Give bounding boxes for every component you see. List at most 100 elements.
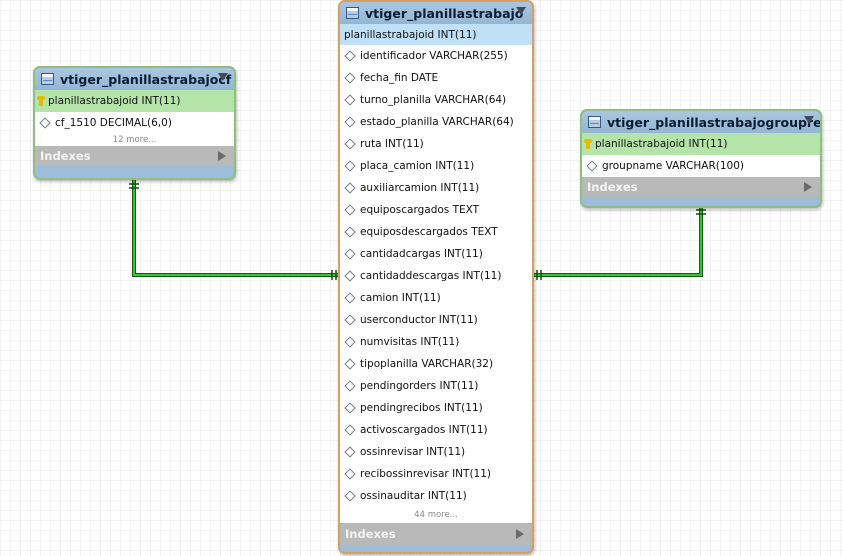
column-diamond-icon xyxy=(344,116,356,128)
column-label: cantidadcargas INT(11) xyxy=(360,248,483,260)
column-label: auxiliarcamion INT(11) xyxy=(360,182,480,194)
collapse-toggle-icon[interactable] xyxy=(218,73,228,81)
primary-key-icon xyxy=(584,139,592,149)
column-row[interactable]: equiposdescargados TEXT xyxy=(340,221,532,243)
table-footer xyxy=(340,545,532,552)
column-diamond-icon xyxy=(344,160,356,172)
expand-indexes-icon[interactable] xyxy=(804,182,812,192)
column-label: estado_planilla VARCHAR(64) xyxy=(360,116,514,128)
column-row[interactable]: estado_planilla VARCHAR(64) xyxy=(340,111,532,133)
column-row[interactable]: planillastrabajoid INT(11) xyxy=(35,90,234,112)
column-diamond-icon xyxy=(344,72,356,84)
column-row[interactable]: fecha_fin DATE xyxy=(340,67,532,89)
table-columns: planillastrabajoid INT(11) groupname VAR… xyxy=(582,133,820,177)
column-diamond-icon xyxy=(344,468,356,480)
column-label: ossinauditar INT(11) xyxy=(360,490,467,502)
indexes-section[interactable]: Indexes xyxy=(582,177,820,197)
expand-indexes-icon[interactable] xyxy=(516,529,524,539)
collapse-toggle-icon[interactable] xyxy=(516,7,526,15)
column-label: planillastrabajoid INT(11) xyxy=(48,95,181,107)
table-columns: planillastrabajoid INT(11) identificador… xyxy=(340,24,532,523)
column-row[interactable]: numvisitas INT(11) xyxy=(340,331,532,353)
column-label: planillastrabajoid INT(11) xyxy=(344,28,477,41)
column-row[interactable]: cf_1510 DECIMAL(6,0) xyxy=(35,112,234,134)
column-row[interactable]: equiposcargados TEXT xyxy=(340,199,532,221)
table-vtiger-planillastrabajogrouprel[interactable]: vtiger_planillastrabajogrouprel planilla… xyxy=(580,109,822,208)
table-icon xyxy=(41,73,54,85)
primary-key-icon xyxy=(37,96,45,106)
column-row[interactable]: groupname VARCHAR(100) xyxy=(582,155,820,177)
column-label: recibossinrevisar INT(11) xyxy=(360,468,491,480)
indexes-section[interactable]: Indexes xyxy=(340,523,532,545)
table-header[interactable]: vtiger_planillastrabajogrouprel xyxy=(582,111,820,133)
column-label: userconductor INT(11) xyxy=(360,314,478,326)
column-label: pendingrecibos INT(11) xyxy=(360,402,483,414)
table-columns: planillastrabajoid INT(11) cf_1510 DECIM… xyxy=(35,90,234,146)
column-label: ruta INT(11) xyxy=(360,138,424,150)
column-row[interactable]: planillastrabajoid INT(11) xyxy=(582,133,820,155)
relationship-cf-to-main[interactable] xyxy=(129,180,338,280)
column-row[interactable]: pendingrecibos INT(11) xyxy=(340,397,532,419)
table-title: vtiger_planillastrabajocf xyxy=(60,71,232,87)
table-footer xyxy=(582,197,820,205)
table-header[interactable]: vtiger_planillastrabajocf xyxy=(35,68,234,90)
column-row[interactable]: recibossinrevisar INT(11) xyxy=(340,463,532,485)
column-row[interactable]: turno_planilla VARCHAR(64) xyxy=(340,89,532,111)
column-label: ossinrevisar INT(11) xyxy=(360,446,466,458)
column-label: cantidaddescargas INT(11) xyxy=(360,270,502,282)
table-icon xyxy=(588,116,601,128)
column-label: turno_planilla VARCHAR(64) xyxy=(360,94,507,106)
column-row[interactable]: cantidaddescargas INT(11) xyxy=(340,265,532,287)
column-label: placa_camion INT(11) xyxy=(360,160,475,172)
table-icon xyxy=(346,7,359,19)
column-diamond-icon xyxy=(344,490,356,502)
column-row[interactable]: ossinrevisar INT(11) xyxy=(340,441,532,463)
column-diamond-icon xyxy=(344,138,356,150)
table-vtiger-planillastrabajocf[interactable]: vtiger_planillastrabajocf planillastraba… xyxy=(33,66,236,180)
column-row[interactable]: cantidadcargas INT(11) xyxy=(340,243,532,265)
column-row[interactable]: camion INT(11) xyxy=(340,287,532,309)
column-diamond-icon xyxy=(344,94,356,106)
column-diamond-icon xyxy=(344,182,356,194)
column-diamond-icon xyxy=(586,160,598,172)
column-diamond-icon xyxy=(344,424,356,436)
column-diamond-icon xyxy=(344,292,356,304)
column-row[interactable]: placa_camion INT(11) xyxy=(340,155,532,177)
table-vtiger-planillastrabajo[interactable]: vtiger_planillastrabajo planillastrabajo… xyxy=(338,0,534,554)
column-label: groupname VARCHAR(100) xyxy=(602,160,745,172)
column-diamond-icon xyxy=(344,402,356,414)
column-label: identificador VARCHAR(255) xyxy=(360,50,508,62)
column-row[interactable]: identificador VARCHAR(255) xyxy=(340,45,532,67)
relationship-main-to-grouprel[interactable] xyxy=(534,206,706,280)
column-row[interactable]: tipoplanilla VARCHAR(32) xyxy=(340,353,532,375)
column-label: fecha_fin DATE xyxy=(360,72,439,84)
more-columns-label[interactable]: 12 more... xyxy=(112,135,157,145)
table-footer xyxy=(35,166,234,174)
column-row[interactable]: ruta INT(11) xyxy=(340,133,532,155)
table-header[interactable]: vtiger_planillastrabajo xyxy=(340,2,532,24)
column-label: cf_1510 DECIMAL(6,0) xyxy=(55,117,172,129)
column-label: equiposdescargados TEXT xyxy=(360,226,498,238)
column-diamond-icon xyxy=(344,380,356,392)
column-diamond-icon xyxy=(344,270,356,282)
column-diamond-icon xyxy=(344,314,356,326)
column-row[interactable]: activoscargados INT(11) xyxy=(340,419,532,441)
column-diamond-icon xyxy=(344,336,356,348)
column-label: activoscargados INT(11) xyxy=(360,424,488,436)
indexes-section[interactable]: Indexes xyxy=(35,146,234,166)
more-columns-label[interactable]: 44 more... xyxy=(414,510,458,520)
table-title: vtiger_planillastrabajo xyxy=(365,5,524,21)
column-diamond-icon xyxy=(344,226,356,238)
column-row[interactable]: planillastrabajoid INT(11) xyxy=(340,24,532,45)
collapse-toggle-icon[interactable] xyxy=(804,116,814,124)
expand-indexes-icon[interactable] xyxy=(218,151,226,161)
column-row[interactable]: pendingorders INT(11) xyxy=(340,375,532,397)
indexes-label: Indexes xyxy=(40,149,91,163)
column-row[interactable]: userconductor INT(11) xyxy=(340,309,532,331)
indexes-label: Indexes xyxy=(345,527,396,541)
column-label: equiposcargados TEXT xyxy=(360,204,480,216)
column-row[interactable]: ossinauditar INT(11) xyxy=(340,485,532,507)
column-row[interactable]: auxiliarcamion INT(11) xyxy=(340,177,532,199)
